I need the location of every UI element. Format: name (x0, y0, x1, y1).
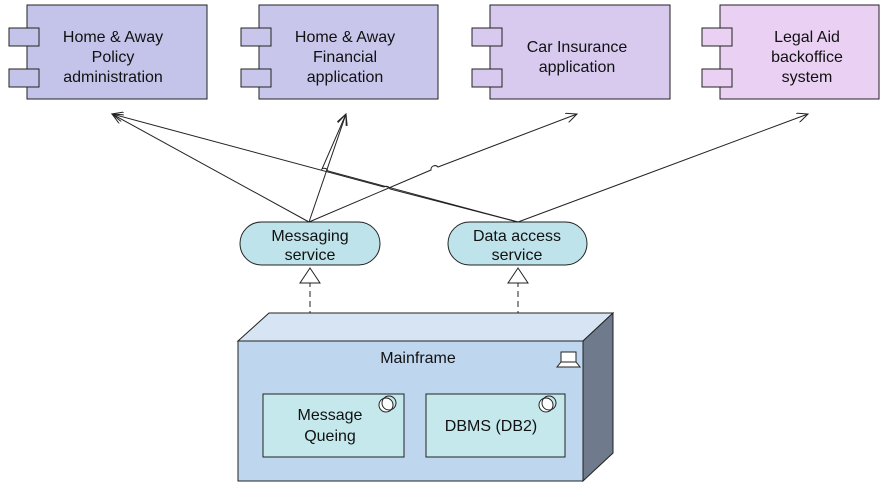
component-label: system (782, 69, 833, 86)
node-side-face (582, 311, 614, 483)
component-label: Legal Aid (774, 29, 840, 46)
component-port-icon (701, 27, 733, 47)
component-port-icon (8, 68, 40, 88)
component-label: Financial (313, 49, 377, 66)
service-connections (112, 114, 808, 223)
system-software-icon (378, 395, 397, 413)
software-label: DBMS (DB2) (445, 418, 537, 435)
component-home-away-financial[interactable]: Home & Away Financial application (240, 4, 439, 100)
component-port-icon (701, 68, 733, 88)
component-port-icon (240, 68, 272, 88)
realization-arrowhead-icon (299, 267, 321, 284)
connection-arrow (112, 114, 310, 223)
component-label: backoffice (771, 49, 843, 66)
software-label: Message (298, 407, 363, 424)
component-home-away-policy[interactable]: Home & Away Policy administration (8, 4, 208, 100)
connection-arrow (320, 114, 519, 223)
service-label: Data access (473, 228, 561, 245)
service-label: service (285, 247, 336, 264)
component-port-icon (240, 27, 272, 47)
node-label: Mainframe (380, 350, 456, 367)
device-icon (555, 351, 582, 368)
component-label: Home & Away (295, 29, 395, 46)
component-label: application (307, 69, 384, 86)
system-software-message-queing[interactable]: Message Queing (262, 393, 405, 458)
component-label: application (539, 59, 616, 76)
component-car-insurance[interactable]: Car Insurance application (471, 4, 671, 100)
component-port-icon (471, 68, 503, 88)
component-label: administration (63, 69, 163, 86)
connection-arrow (517, 114, 808, 223)
realization-arrowhead-icon (507, 267, 529, 284)
service-data-access[interactable]: Data access service (447, 221, 588, 266)
component-port-icon (471, 27, 503, 47)
node-top-face (236, 312, 615, 342)
connection-arrow (308, 114, 577, 223)
component-port-icon (8, 27, 40, 47)
service-messaging[interactable]: Messaging service (239, 221, 381, 266)
component-label: Home & Away (63, 29, 163, 46)
service-label: service (492, 247, 543, 264)
component-label: Policy (92, 49, 135, 66)
service-label: Messaging (271, 228, 348, 245)
component-label: Car Insurance (527, 39, 628, 56)
component-legal-aid[interactable]: Legal Aid backoffice system (701, 4, 880, 100)
system-software-icon (538, 395, 557, 413)
connection-arrow (308, 114, 346, 223)
system-software-dbms[interactable]: DBMS (DB2) (425, 393, 566, 458)
software-label: Queing (304, 428, 356, 445)
